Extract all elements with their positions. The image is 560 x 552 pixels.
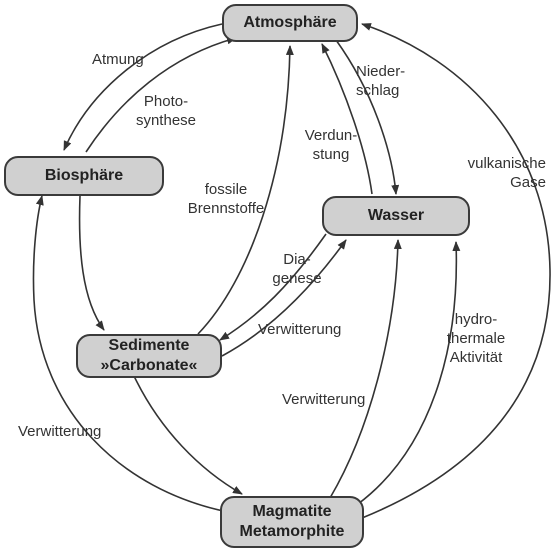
label-verwitterung-sed-wasser: Verwitterung — [258, 321, 342, 338]
label-atmung: Atmung — [92, 51, 144, 68]
label-verdunstung: Verdun- stung — [304, 127, 358, 163]
arrow-fossile-brennstoffe — [197, 45, 294, 335]
node-wasser-label: Wasser — [367, 207, 425, 224]
node-magmatite: Magmatite Metamorphite — [220, 496, 364, 548]
arrow-sedimente-magmatite — [133, 375, 243, 495]
label-verwitterung-mag-wasser: Verwitterung — [282, 391, 366, 408]
arrow-niederschlag — [335, 39, 400, 195]
label-niederschlag: Nieder- schlag — [356, 63, 406, 99]
arrow-diagenese — [219, 233, 327, 341]
label-diagenese: Dia- genese — [272, 251, 322, 287]
arrow-vulkanische-gase — [361, 23, 551, 519]
node-biosphaere: Biosphäre — [4, 156, 164, 196]
label-photosynthese: Photo- synthese — [135, 93, 197, 129]
node-biosphaere-label: Biosphäre — [44, 167, 124, 184]
arrow-atmung — [63, 23, 223, 151]
node-sedimente-line2: »Carbonate« — [100, 357, 198, 374]
label-hydrothermale: hydro- thermale Aktivität — [446, 311, 506, 366]
label-verwitterung-left: Verwitterung — [18, 423, 102, 440]
arrow-verdunstung — [321, 43, 373, 195]
node-sedimente-line1: Sedimente — [108, 337, 190, 354]
arrow-verwitterung-sed-wasser — [221, 239, 347, 357]
arrow-photosynthese — [85, 36, 237, 153]
node-magmatite-line2: Metamorphite — [239, 523, 345, 540]
arrow-biosphaere-sedimente — [78, 195, 105, 331]
arrow-verwitterung-left — [32, 195, 229, 513]
label-fossile-brennstoffe: fossile Brennstoffe — [187, 181, 265, 217]
node-wasser: Wasser — [322, 196, 470, 236]
node-atmosphaere-label: Atmosphäre — [243, 14, 337, 31]
node-magmatite-line1: Magmatite — [252, 503, 332, 520]
node-atmosphaere: Atmosphäre — [222, 4, 358, 42]
label-vulkanische-gase: vulkanische Gase — [467, 155, 546, 191]
node-sedimente: Sedimente »Carbonate« — [76, 334, 222, 378]
arrow-hydrothermale — [357, 241, 461, 505]
arrow-verwitterung-mag-wasser — [329, 239, 402, 499]
